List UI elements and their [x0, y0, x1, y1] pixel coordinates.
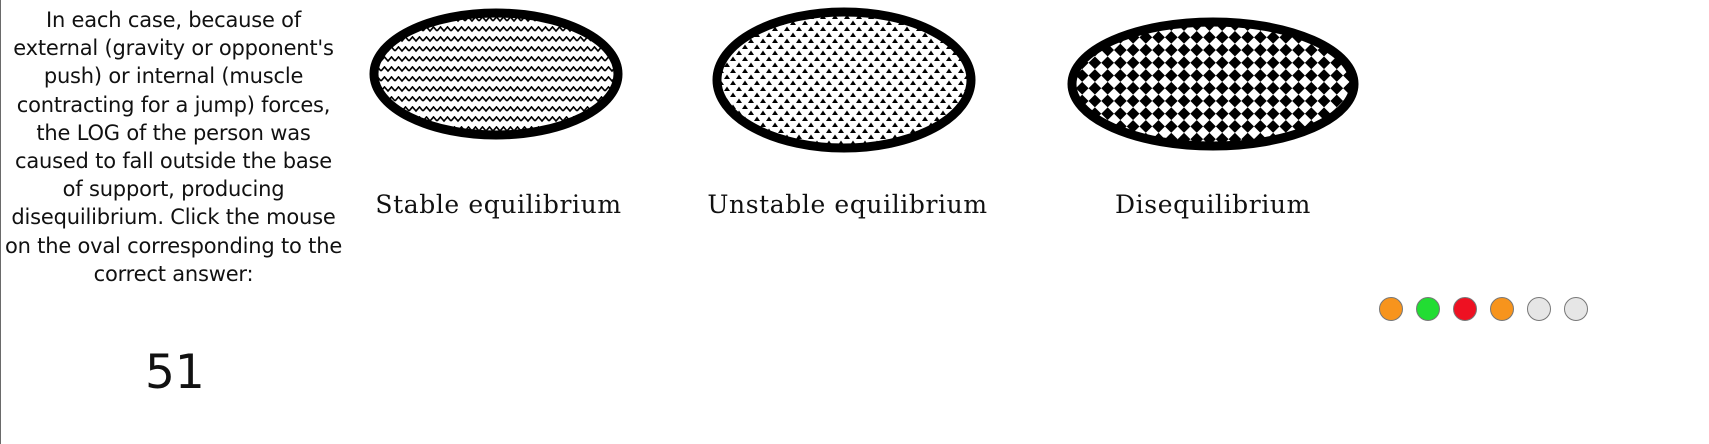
progress-dot	[1527, 297, 1551, 321]
dotted-triangles-icon	[712, 7, 976, 153]
option-oval-unstable-equilibrium[interactable]	[709, 2, 979, 156]
instruction-text: In each case, because of external (gravi…	[4, 8, 343, 286]
caption-unstable-equilibrium: Unstable equilibrium	[707, 190, 988, 219]
question-number: 51	[145, 345, 205, 400]
caption-stable-equilibrium: Stable equilibrium	[375, 190, 622, 219]
progress-dot	[1379, 297, 1403, 321]
left-border	[0, 0, 1, 444]
checkerboard-icon	[1067, 17, 1359, 151]
progress-dot	[1416, 297, 1440, 321]
wavy-lines-icon	[369, 8, 623, 140]
option-oval-disequilibrium[interactable]	[1065, 13, 1361, 155]
caption-disequilibrium: Disequilibrium	[1115, 190, 1311, 219]
progress-dot	[1490, 297, 1514, 321]
progress-dot	[1453, 297, 1477, 321]
progress-indicator	[1379, 297, 1588, 323]
progress-dot	[1564, 297, 1588, 321]
option-oval-stable-equilibrium[interactable]	[367, 6, 625, 142]
